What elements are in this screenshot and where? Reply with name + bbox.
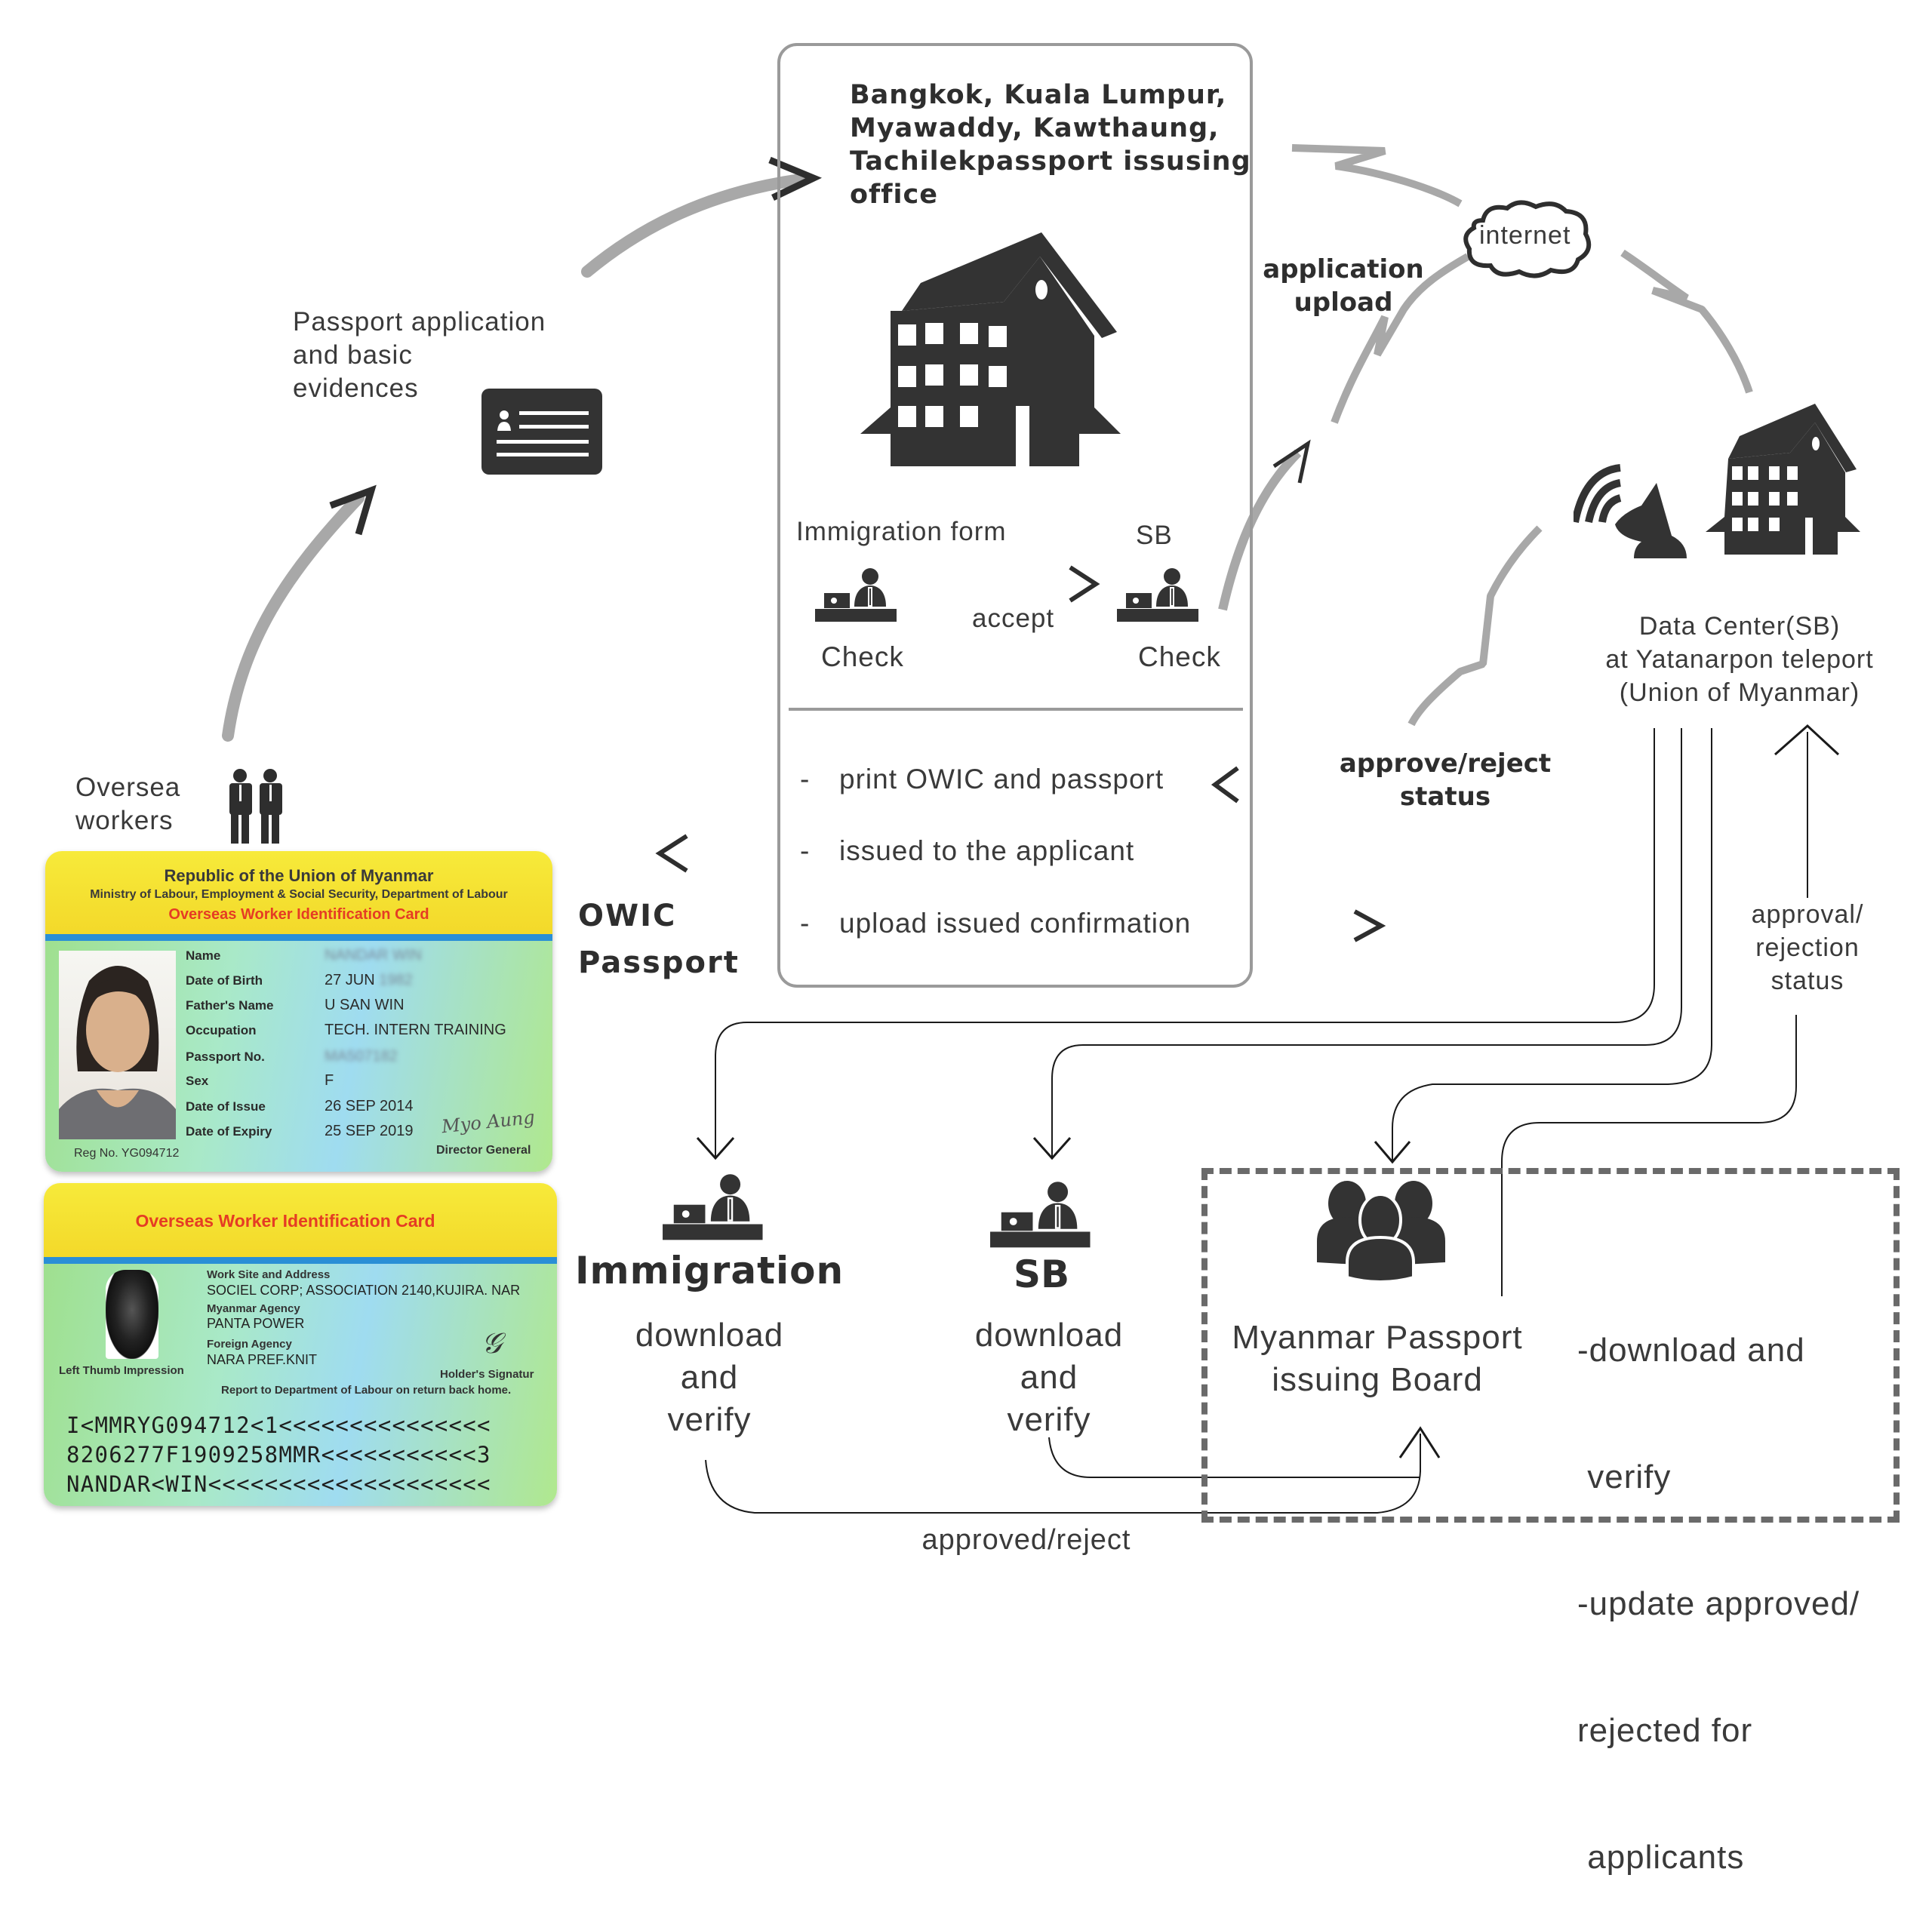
director-general-label: Director General: [436, 1144, 531, 1157]
board-name: Myanmar Passport issuing Board: [1232, 1319, 1523, 1398]
arrowhead-sb-to-upload: [1272, 439, 1311, 484]
reg-no: Reg No. YG094712: [74, 1147, 180, 1160]
accept-label: accept: [972, 604, 1055, 633]
lightning-internet-to-datacenter-line: [1620, 249, 1753, 394]
application-upload-label: application upload: [1263, 254, 1424, 318]
holder-signature-label: Holder's Signatur: [440, 1368, 534, 1381]
office-step-issued: -issued to the applicant: [800, 835, 1135, 866]
owic-passport-label: OWIC Passport: [578, 899, 740, 980]
board-members-icon: [1317, 1181, 1445, 1283]
data-center-building-icon: [1706, 404, 1860, 555]
report-note: Report to Department of Labour on return…: [221, 1384, 512, 1397]
arrowhead-application-to-office: [768, 156, 823, 201]
oversea-workers-label: Oversea workers: [75, 773, 181, 835]
lightning-upload-to-internet: [1331, 253, 1470, 424]
thumbprint-image: [106, 1270, 158, 1359]
mrz-line-3: NANDAR<WIN<<<<<<<<<<<<<<<<<<<<: [66, 1471, 491, 1497]
lightning-datacenter-to-status: [1407, 525, 1543, 727]
mrz-line-1: I<MMRYG094712<1<<<<<<<<<<<<<<<: [66, 1412, 491, 1438]
arrowhead-status-to-print: [1211, 766, 1239, 804]
office-step-print: -print OWIC and passport: [800, 764, 1164, 795]
approved-reject-label: approved/reject: [921, 1524, 1131, 1556]
check-sb-label: Check: [1138, 641, 1221, 672]
card-front-title-3: Overseas Worker Identification Card: [168, 906, 429, 923]
sb-officer-icon: [1117, 568, 1198, 622]
arrowhead-workers-to-application: [329, 484, 377, 536]
work-site-label: Work Site and Address: [207, 1268, 331, 1281]
connector-dc-to-sb: [1051, 728, 1682, 1158]
connector-layer: [222, 144, 1840, 1514]
name-value-blurred: NANDAR WIN: [325, 947, 422, 964]
card-front-header: [45, 851, 552, 934]
internet-label: internet: [1479, 221, 1571, 250]
approval-rejection-status-label: approval/ rejection status: [1728, 898, 1887, 997]
myanmar-agency-label: Myanmar Agency: [207, 1302, 300, 1315]
immigration-actions: download and verify: [635, 1317, 784, 1438]
arrow-application-to-office: [581, 174, 806, 278]
office-title: Bangkok, Kuala Lumpur, Myawaddy, Kawthau…: [850, 80, 1251, 210]
connector-board-to-dc: [1501, 1015, 1797, 1296]
data-center-label: Data Center(SB) at Yatanarpon teleport (…: [1605, 612, 1874, 707]
sb-label: SB: [1136, 521, 1173, 550]
connector-dc-to-board: [1392, 728, 1712, 1162]
arrowhead-sb: [1032, 1137, 1072, 1160]
myanmar-agency-value: PANTA POWER: [207, 1316, 305, 1331]
application-label: Passport application and basic evidences: [293, 307, 546, 403]
arrowhead-issued-to-owic: [655, 834, 688, 873]
sb-actions: download and verify: [974, 1317, 1124, 1438]
step-dash: -: [800, 764, 811, 795]
passport-office-box: [777, 43, 1253, 988]
card-front-stripe: [45, 934, 552, 941]
approve-reject-status-label: approve/reject status: [1339, 748, 1552, 812]
card-front-title-2: Ministry of Labour, Employment & Social …: [90, 888, 508, 901]
office-step-upload: -upload issued confirmation: [800, 908, 1192, 939]
holder-signature-mark: 𝒢: [481, 1326, 503, 1360]
connector-dc-to-immigration: [715, 728, 1655, 1158]
foreign-agency-label: Foreign Agency: [207, 1338, 292, 1351]
sb-desk-icon: [990, 1182, 1091, 1248]
arrowhead-upload-confirmation: [1353, 909, 1386, 942]
satellite-dish-icon: [1574, 464, 1687, 558]
owic-card-back: Overseas Worker Identification Card Left…: [44, 1183, 557, 1506]
immigration-title: Immigration: [574, 1249, 844, 1292]
office-building-icon: [860, 232, 1121, 466]
arrowhead-dc: [1774, 724, 1840, 756]
dob-year-blurred: 1982: [379, 972, 413, 988]
arrowhead-accept: [1069, 565, 1100, 603]
card-back-stripe: [44, 1257, 557, 1264]
sb-title: SB: [1013, 1252, 1070, 1296]
passport-no-blurred: MA507182: [325, 1048, 398, 1065]
work-site-value: SOCIEL CORP; ASSOCIATION 2140,KUJIRA. NA…: [207, 1283, 521, 1298]
immigration-officer-icon: [815, 568, 897, 622]
internet-cloud-icon: [1463, 200, 1592, 278]
check-immigration-label: Check: [821, 641, 904, 672]
connector-sb-to-board: [1048, 1437, 1420, 1478]
holder-photo-silhouette: [59, 966, 176, 1139]
connector-immigration-to-board: [705, 1434, 1421, 1514]
holder-photo: [59, 951, 176, 1139]
immigration-desk-icon: [663, 1174, 763, 1240]
office-divider: [789, 708, 1243, 711]
step-dash: -: [800, 835, 811, 866]
workers-icon: [229, 769, 282, 844]
arrow-workers-to-application: [222, 492, 365, 742]
lightning-office-to-internet: [1291, 144, 1463, 207]
card-back-title: Overseas Worker Identification Card: [135, 1211, 435, 1231]
arrowhead-immigration: [696, 1137, 735, 1160]
owic-card-front: Republic of the Union of Myanmar Ministr…: [45, 851, 552, 1172]
id-card-icon: [481, 389, 602, 475]
passport-board-box: [1201, 1168, 1900, 1523]
card-front-title-1: Republic of the Union of Myanmar: [164, 866, 434, 885]
immigration-form-label: Immigration form: [796, 517, 1007, 546]
arrowhead-board-bottom: [1398, 1426, 1441, 1458]
step-dash: -: [800, 908, 811, 939]
thumb-label: Left Thumb Impression: [59, 1364, 184, 1377]
board-tasks: -download and verify -update approved/ r…: [1577, 1332, 1860, 1876]
mrz-line-2: 8206277F1909258MMR<<<<<<<<<<<3: [66, 1442, 491, 1468]
foreign-agency-value: NARA PREF.KNIT: [207, 1352, 318, 1367]
arrowhead-board: [1374, 1141, 1411, 1164]
card-back-header: [44, 1183, 557, 1257]
